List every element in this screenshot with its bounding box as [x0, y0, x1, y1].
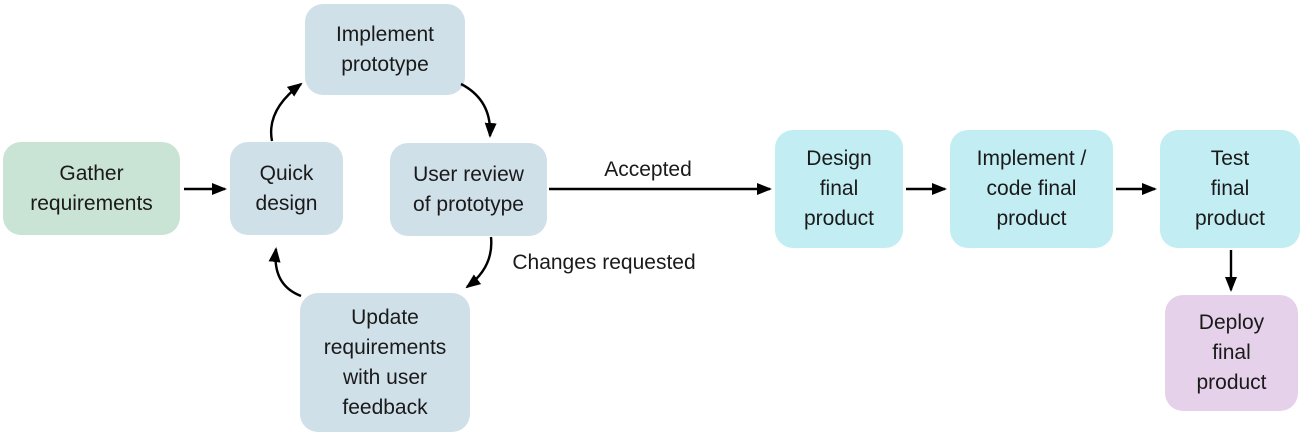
edge-label-changes-requested: Changes requested [512, 251, 696, 274]
arrow-update-requirements-to-quick-design [268, 247, 302, 298]
node-design-final-product: Design final product [775, 130, 903, 248]
edge-label-accepted: Accepted [604, 158, 692, 181]
node-user-review-of-prototype: User review of prototype [390, 143, 547, 236]
arrow-implement-prototype-to-user-review [460, 82, 497, 138]
arrow-quick-design-to-implement-prototype [269, 82, 303, 142]
node-label: User review of prototype [413, 162, 524, 216]
node-label: Deploy final product [1196, 311, 1267, 394]
node-implement-prototype: Implement prototype [305, 4, 465, 95]
node-deploy-final-product: Deploy final product [1165, 295, 1298, 411]
node-label: Update requirements with user feedback [323, 305, 447, 419]
node-update-requirements: Update requirements with user feedback [300, 293, 470, 432]
node-label: Quick design [255, 161, 318, 215]
node-label: Gather requirements [30, 161, 153, 215]
node-label: Implement / code final product [976, 147, 1087, 230]
node-label: Design final product [803, 147, 875, 230]
node-test-final-product: Test final product [1160, 130, 1300, 248]
node-implement-code-final-product: Implement / code final product [950, 130, 1113, 248]
node-quick-design: Quick design [230, 142, 343, 235]
node-gather-requirements: Gather requirements [3, 142, 180, 235]
node-label: Test final product [1194, 147, 1266, 230]
node-label: Implement prototype [335, 22, 435, 76]
